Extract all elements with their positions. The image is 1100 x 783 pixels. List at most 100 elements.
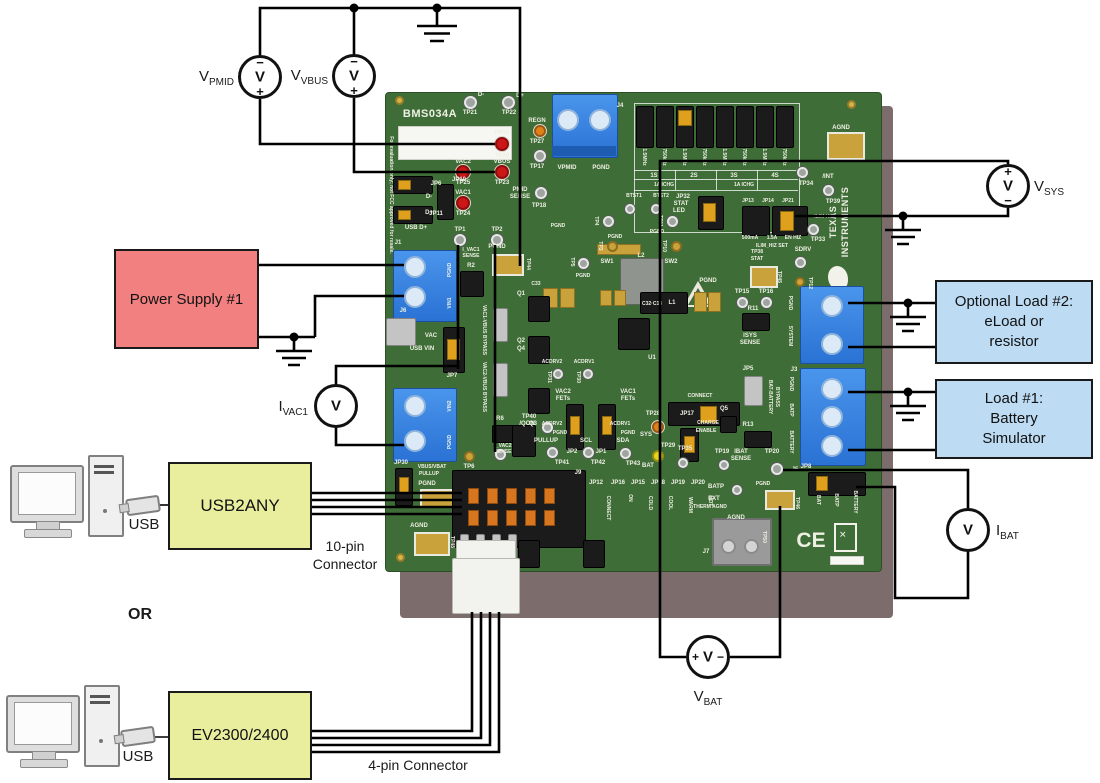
- silkscreen-text: STAT: [750, 256, 764, 262]
- silkscreen-text: VAC2-VBUS BYPASS: [481, 361, 487, 413]
- board-part-org: [525, 510, 536, 526]
- board-part-blk: [528, 296, 550, 322]
- silkscreen-text: PGND: [787, 295, 793, 311]
- silkscreen-text: 1.5A: [766, 235, 778, 241]
- silkscreen-text: TP41: [554, 460, 570, 466]
- test-point: [771, 463, 783, 475]
- silkscreen-text: INSTRUMENTS: [840, 186, 850, 258]
- silkscreen-text: 1.5MHz: [641, 148, 647, 166]
- board-part-yel: [570, 416, 580, 435]
- silkscreen-text: BTST1: [626, 193, 642, 199]
- silkscreen-text: TP50: [761, 531, 767, 543]
- vsys-label: VSYS: [1034, 178, 1065, 198]
- silkscreen-text: TP38: [751, 249, 763, 255]
- silkscreen-text: PGND: [620, 430, 636, 436]
- board-part-sil: [493, 363, 508, 397]
- silkscreen-text: PGND: [649, 229, 665, 235]
- silkscreen-text: VBUS/VBAT: [417, 464, 447, 470]
- silkscreen-text: D+: [516, 93, 524, 99]
- silkscreen-text: PGND: [592, 165, 610, 171]
- silkscreen-text: BAT: [815, 495, 821, 505]
- test-point: [501, 95, 515, 109]
- vpmid-label: VPMID: [198, 68, 234, 88]
- test-point: [760, 296, 772, 308]
- board-part-yel: [703, 203, 716, 222]
- silkscreen-text: R11: [747, 306, 759, 312]
- silkscreen-text: AGND: [832, 125, 850, 131]
- silkscreen-text: JP16: [610, 480, 626, 486]
- board-part-wht2: [452, 558, 520, 614]
- silkscreen-text: PGND: [418, 481, 436, 487]
- test-point: [821, 295, 843, 317]
- silkscreen-text: PGND: [699, 278, 717, 284]
- ev2300-box: EV2300/2400: [168, 691, 312, 780]
- silkscreen-text: USB D+: [404, 225, 428, 231]
- board-part-blk: [518, 540, 540, 568]
- monitor-icon: [10, 465, 84, 523]
- board-part-wline: [716, 170, 717, 190]
- silkscreen-text: PGND: [607, 234, 623, 240]
- silkscreen-text: J3: [790, 367, 798, 373]
- silkscreen-text: J5: [791, 467, 799, 473]
- silkscreen-text: PMID: [512, 187, 528, 193]
- board-part-gold: [597, 244, 641, 255]
- board-part-blk: [742, 206, 770, 236]
- board-part-blk: [744, 431, 772, 448]
- board-part-org: [544, 510, 555, 526]
- silkscreen-text: SW2: [664, 259, 678, 265]
- board-part-org: [525, 488, 536, 504]
- silkscreen-text: 1.5MHz: [681, 148, 687, 166]
- test-point: [582, 446, 594, 458]
- silkscreen-text: SDA: [616, 438, 630, 444]
- silkscreen-text: TP34: [798, 181, 814, 187]
- or-label: OR: [128, 606, 152, 623]
- test-point: [395, 552, 405, 562]
- silkscreen-text: TP2: [491, 227, 503, 233]
- test-point: [602, 215, 614, 227]
- board-part-blk: [583, 540, 605, 568]
- silkscreen-text: TP46: [794, 497, 800, 509]
- board-part-org: [487, 488, 498, 504]
- board-part-blued: [552, 146, 616, 156]
- board-part-sil: [386, 318, 416, 346]
- silkscreen-text: J9: [574, 470, 582, 476]
- silkscreen-text: Q3: [528, 421, 538, 427]
- silkscreen-text: TP6: [463, 464, 475, 470]
- test-point: [394, 95, 404, 105]
- meter-sign: −: [1004, 193, 1012, 208]
- board-part-blk: [756, 106, 774, 148]
- silkscreen-text: COLD: [647, 495, 653, 511]
- meter-sign: −: [716, 650, 724, 664]
- silkscreen-text: 1S: [650, 173, 658, 179]
- board-part-blk: [656, 106, 674, 148]
- silkscreen-text: JP5: [742, 366, 754, 372]
- board-part-sil: [744, 376, 763, 406]
- silkscreen-text: PGND: [552, 430, 568, 436]
- silkscreen-text: LED: [673, 208, 685, 214]
- silkscreen-text: BAT: [642, 463, 654, 469]
- silkscreen-text: TP27: [529, 139, 545, 145]
- silkscreen-text: SDRV: [794, 247, 812, 253]
- silkscreen-text: U1: [648, 355, 656, 361]
- silkscreen-text: TEXAS: [828, 205, 838, 239]
- usb-label-bottom: USB: [122, 748, 154, 765]
- ibat-label: IBAT: [996, 522, 1019, 542]
- meter-symbol: V: [1002, 177, 1013, 195]
- test-point: [719, 460, 729, 470]
- board-part-blue: [393, 388, 457, 462]
- silkscreen-text: 4S: [771, 173, 779, 179]
- silkscreen-text: IBAT: [734, 449, 748, 455]
- board-part-blk: [460, 271, 484, 297]
- silkscreen-text: 750kHz: [781, 148, 787, 166]
- silkscreen-text: JP14: [762, 198, 774, 204]
- board-part-gold: [708, 292, 721, 312]
- board-part-gold: [600, 290, 612, 306]
- board-part-blk: [452, 470, 586, 548]
- test-point: [404, 286, 426, 308]
- board-part-blk: [696, 106, 714, 148]
- board-part-gpad: [765, 490, 795, 510]
- silkscreen-text: JP17: [679, 411, 695, 417]
